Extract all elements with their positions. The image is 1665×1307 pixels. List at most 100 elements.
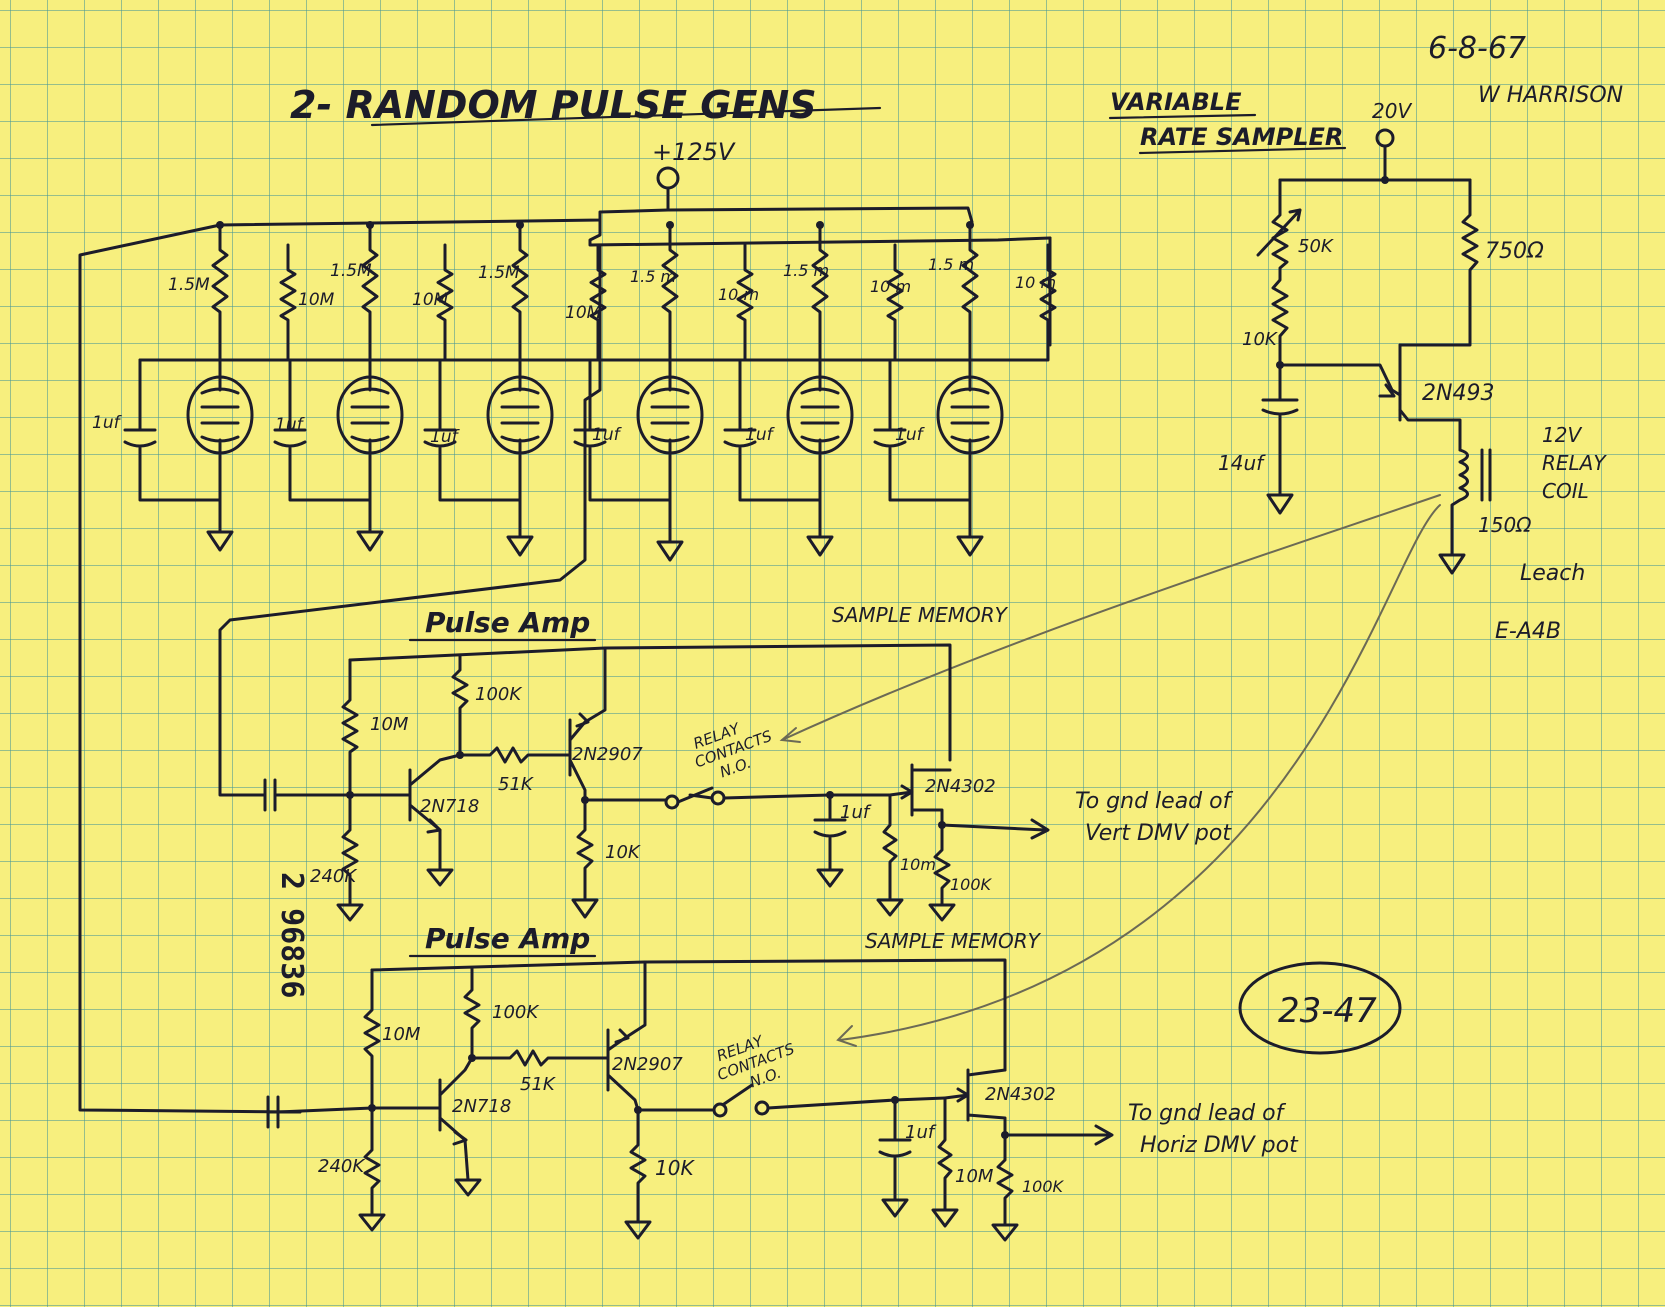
- amp1-r-collector-label: 10K: [605, 842, 641, 863]
- amp2-cap-label: 1uf: [905, 1122, 937, 1143]
- gen-b-bus-node: [366, 221, 374, 229]
- amp1-r-mid-label: 51K: [498, 774, 534, 795]
- amp2-output-label-1: To gnd lead of: [1128, 1101, 1287, 1126]
- gen-d-ground: [656, 540, 684, 562]
- amp2-r-source-label: 100K: [1022, 1177, 1065, 1196]
- amp1-title: Pulse Amp: [425, 606, 590, 639]
- gen-b-r-small: [288, 243, 454, 362]
- gen-a-lamp-electrodes: [200, 358, 240, 534]
- amp2-r-top-left-label: 10M: [382, 1024, 421, 1045]
- relay-part-label: E-A4B: [1495, 619, 1561, 644]
- gen-b-lamp-electrodes: [350, 358, 390, 534]
- gen-b-r-large: 1.5M: [330, 261, 372, 281]
- sampler-transistor: [1278, 343, 1462, 452]
- gen-e-r-large: 1.5 m: [783, 261, 829, 280]
- amp2-relay-switch: [722, 1083, 754, 1106]
- amp2-r-bias: [363, 1106, 381, 1217]
- amp2-r-gate-label: 10M: [955, 1166, 994, 1187]
- gen-d-lamp-electrodes: [650, 358, 690, 544]
- amp1-relay-contact-b: [710, 790, 726, 806]
- sampler-timing-cap: [1261, 363, 1299, 497]
- sampler-load-label: 750Ω: [1485, 239, 1544, 264]
- sampler-ground-1: [1266, 493, 1294, 515]
- amp2-r-top-mid-label: 100K: [492, 1002, 539, 1023]
- gen-c-r-large: 1.5M: [478, 263, 520, 283]
- amp2-output-label-2: Horiz DMV pot: [1140, 1133, 1299, 1158]
- sampler-supply-label: 20V: [1372, 99, 1412, 123]
- amp2-pnp-emitter-arrow: [614, 1028, 630, 1044]
- gen-e-r-small: 10 m: [870, 277, 911, 296]
- gen-e-r-small: [738, 243, 904, 362]
- amp1-input-emitter-arrow: [426, 818, 442, 834]
- gen-f-r-large: [961, 223, 979, 362]
- page-title: 2- RANDOM PULSE GENS: [290, 83, 817, 127]
- amp1-memory-wire: [722, 793, 892, 800]
- amp1-relay-switch: [676, 786, 714, 804]
- sampler-title-line1: VARIABLE: [1110, 88, 1242, 116]
- supply-label: +125V: [652, 138, 736, 166]
- amp2-ground-input: [454, 1178, 482, 1197]
- sampler-load-resistor: [1398, 178, 1479, 347]
- amp1-cap-label: 1uf: [840, 802, 872, 823]
- gen-f-capacitor: [873, 358, 972, 502]
- gen-d-r-small: 10 m: [718, 285, 759, 304]
- gen-d-cap: 1uf: [592, 425, 623, 445]
- gen-d-r-small: [588, 243, 754, 362]
- amp2-r-collector-label: 10K: [655, 1156, 695, 1180]
- amp1-q-input-label: 2N718: [420, 796, 479, 817]
- amp2-r-gate: [937, 1096, 953, 1212]
- amp2-r-bias-label: 240K: [318, 1156, 365, 1177]
- gen-b-r-large: [361, 223, 379, 362]
- amp1-memory-cap: [813, 793, 847, 872]
- gen-f-lamp-electrodes: [950, 358, 990, 539]
- amp1-fet-label: 2N4302: [925, 776, 996, 797]
- amp2-ground-bias: [358, 1213, 386, 1232]
- generator-cells: [123, 221, 1057, 562]
- gen-a-r-small: 10M: [298, 290, 335, 310]
- sampler-transistor-emitter-arrow: [1378, 383, 1396, 398]
- amp1-r-bias-label: 240K: [310, 866, 357, 887]
- amp2-top-rail: [370, 958, 1007, 1072]
- relay-maker-label: Leach: [1520, 561, 1585, 586]
- title-underline: [370, 106, 882, 127]
- supply-bus-right: [588, 218, 1052, 247]
- gen-e-bus-node: [816, 221, 824, 229]
- amp1-ground-collector: [571, 898, 599, 919]
- relay-coil-label: COIL: [1542, 479, 1589, 503]
- amp2-fet-label: 2N4302: [985, 1084, 1056, 1105]
- relay-ohms-label: 150Ω: [1478, 513, 1532, 537]
- sampler-title-line2: RATE SAMPLER: [1140, 123, 1343, 151]
- gen-d-capacitor: [573, 358, 672, 502]
- amp1-ground-cap: [816, 868, 844, 888]
- amp2-memory-label: SAMPLE MEMORY: [865, 929, 1042, 953]
- amp1-pnp-transistor: [568, 646, 607, 802]
- amp2-r-top-left: [363, 968, 381, 1110]
- gen-e-ground: [806, 535, 834, 557]
- gen-c-r-large: [511, 223, 529, 362]
- amp1-r-top-left-label: 10M: [370, 714, 409, 735]
- page-number: 23-47: [1278, 991, 1377, 1031]
- amp2-memory-wire: [766, 1096, 947, 1110]
- gen-c-capacitor: [423, 358, 522, 502]
- amp1-ground-gate: [876, 898, 904, 917]
- gen-f-bus-node: [966, 221, 974, 229]
- gen-f-r-large: 1.5 m: [928, 255, 974, 274]
- amp2-r-collector: [629, 1108, 647, 1224]
- amp1-r-top-mid-label: 100K: [475, 684, 522, 705]
- gen-c-lamp-electrodes: [500, 358, 540, 539]
- amp2-title: Pulse Amp: [425, 922, 590, 955]
- amp1-relay-contact-a: [664, 794, 680, 810]
- gen-b-capacitor: [273, 358, 372, 502]
- stamp-number: 2 96836: [274, 872, 309, 998]
- amp2-memory-cap: [878, 1098, 912, 1202]
- amp1-input-cap: [263, 778, 412, 812]
- amp2-fet-gate-arrow: [956, 1087, 970, 1103]
- gen-a-capacitor: [123, 358, 222, 502]
- gen-f-ground: [956, 535, 984, 557]
- amp2-output-arrow: [1003, 1124, 1114, 1146]
- gen-a-cap: 1uf: [92, 413, 123, 433]
- gen-d-bus-node: [666, 221, 674, 229]
- gen-c-r-small: 10M: [565, 303, 602, 323]
